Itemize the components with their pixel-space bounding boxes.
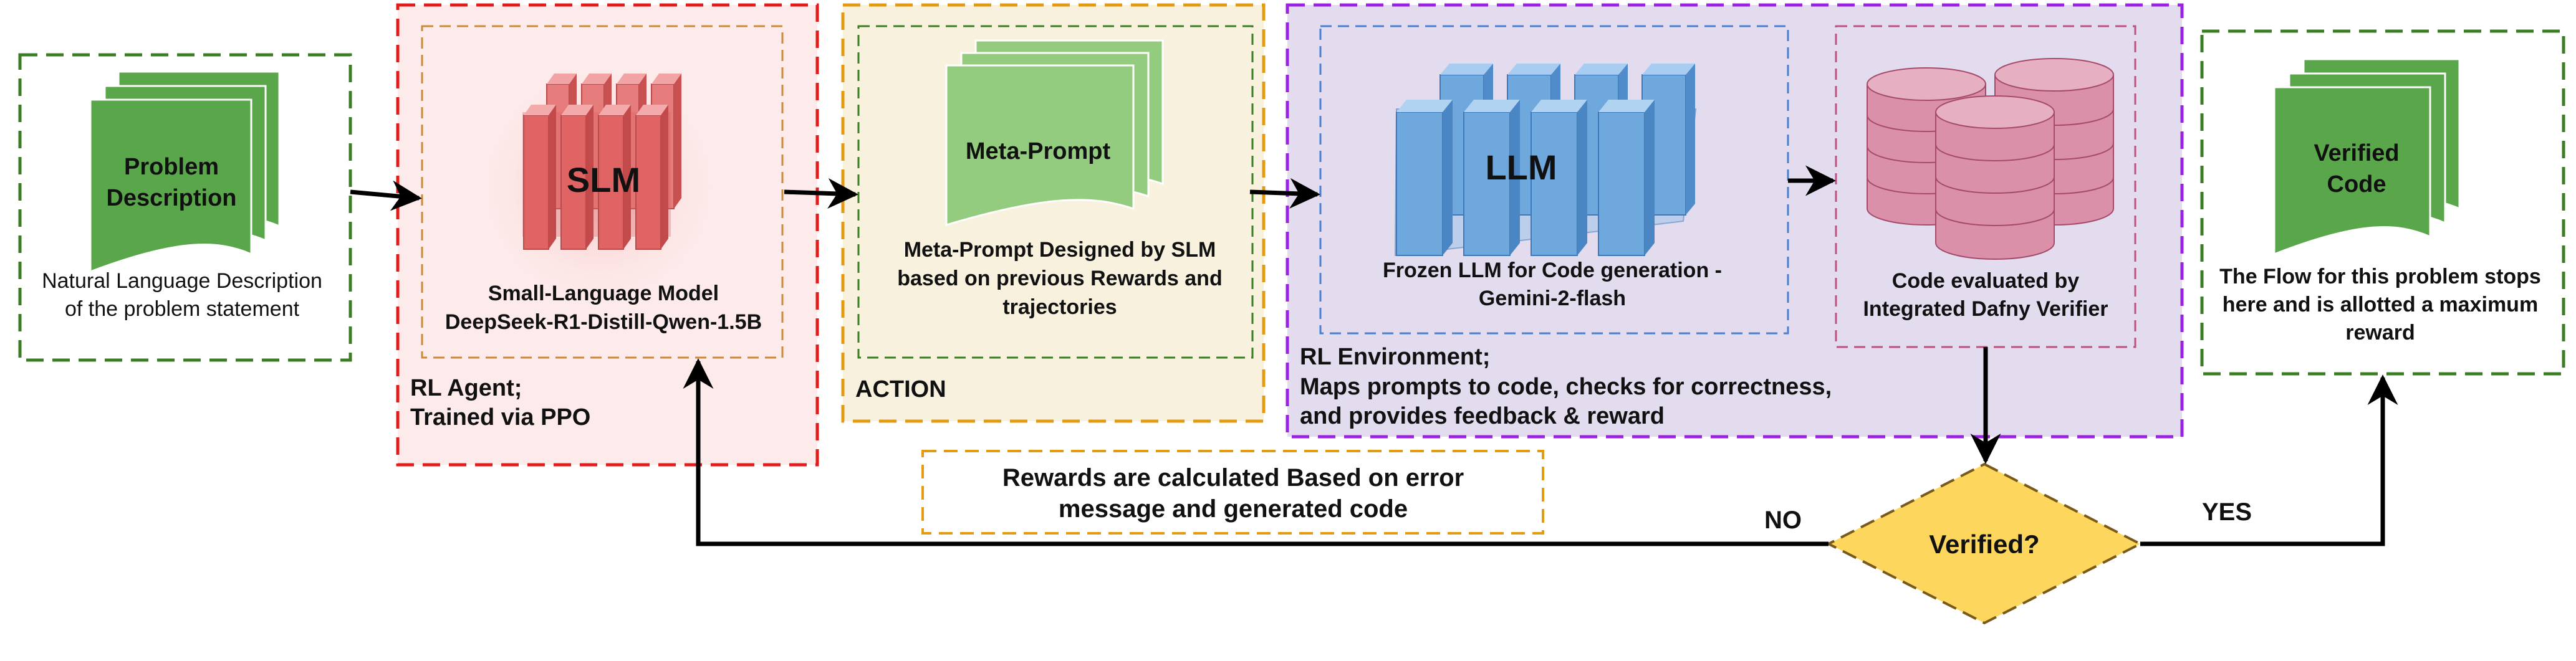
verified-decision: Verified? NO YES: [1764, 462, 2252, 625]
slm-icon: [522, 74, 681, 250]
yes-label: YES: [2202, 498, 2252, 526]
decision-label: Verified?: [1929, 530, 2039, 559]
output-desc-2: here and is allotted a maximum: [2223, 293, 2538, 316]
arrow-action-to-env: [1249, 178, 1320, 209]
verified-code-doc-icon: [2273, 58, 2461, 256]
no-label: NO: [1764, 506, 1802, 534]
agent-box: SLM Small-Language Model DeepSeek-R1-Dis…: [396, 3, 819, 467]
verifier-desc-1: Code evaluated by: [1892, 269, 2080, 293]
slm-label: SLM: [567, 160, 640, 199]
llm-desc-1: Frozen LLM for Code generation -: [1383, 259, 1722, 282]
meta-prompt-label: Meta-Prompt: [966, 138, 1111, 164]
output-doc-label-1: Verified: [2314, 140, 2399, 166]
problem-doc-label-2: Description: [106, 185, 236, 211]
llm-desc-2: Gemini-2-flash: [1479, 287, 1626, 310]
action-caption: ACTION: [855, 376, 946, 402]
env-caption-2: Maps prompts to code, checks for correct…: [1300, 374, 1832, 400]
flow-arrows: [350, 165, 2398, 546]
action-box: Meta-Prompt Meta-Prompt Designed by SLM …: [841, 3, 1266, 423]
env-caption-1: RL Environment;: [1300, 344, 1490, 370]
problem-doc-label-1: Problem: [124, 154, 219, 180]
arrow-yes-output: [2140, 374, 2398, 546]
database-icon: [1867, 58, 2114, 260]
reward-line-2: message and generated code: [1059, 495, 1408, 523]
output-box: Verified Code The Flow for this problem …: [2200, 29, 2565, 376]
action-desc-1: Meta-Prompt Designed by SLM: [904, 238, 1216, 262]
output-desc-1: The Flow for this problem stops: [2219, 265, 2541, 288]
output-doc-label-2: Code: [2327, 171, 2386, 197]
reward-note: Rewards are calculated Based on error me…: [921, 450, 1544, 535]
problem-desc-2: of the problem statement: [65, 297, 300, 321]
arrow-no-feedback: [683, 358, 1829, 546]
problem-doc-icon: [89, 70, 281, 273]
output-desc-3: reward: [2345, 321, 2415, 345]
problem-box: Problem Description Natural Language Des…: [18, 53, 352, 362]
arrow-agent-to-action: [784, 178, 858, 209]
meta-prompt-doc-icon: [945, 39, 1164, 227]
agent-model-2: DeepSeek-R1-Distill-Qwen-1.5B: [445, 310, 762, 334]
action-desc-3: trajectories: [1002, 295, 1117, 319]
llm-icon: [1394, 64, 1697, 257]
arrow-problem-to-agent: [350, 180, 422, 211]
action-desc-2: based on previous Rewards and: [897, 267, 1222, 290]
problem-desc-1: Natural Language Description: [42, 269, 322, 293]
agent-model-1: Small-Language Model: [488, 282, 719, 305]
agent-caption-1: RL Agent;: [410, 375, 522, 401]
env-caption-3: and provides feedback & reward: [1300, 403, 1665, 429]
reward-line-1: Rewards are calculated Based on error: [1002, 464, 1464, 492]
environment-box: LLM Frozen LLM for Code generation - Gem…: [1286, 3, 2184, 439]
verifier-desc-2: Integrated Dafny Verifier: [1863, 297, 2108, 321]
agent-caption-2: Trained via PPO: [410, 404, 590, 430]
llm-label: LLM: [1485, 148, 1557, 187]
